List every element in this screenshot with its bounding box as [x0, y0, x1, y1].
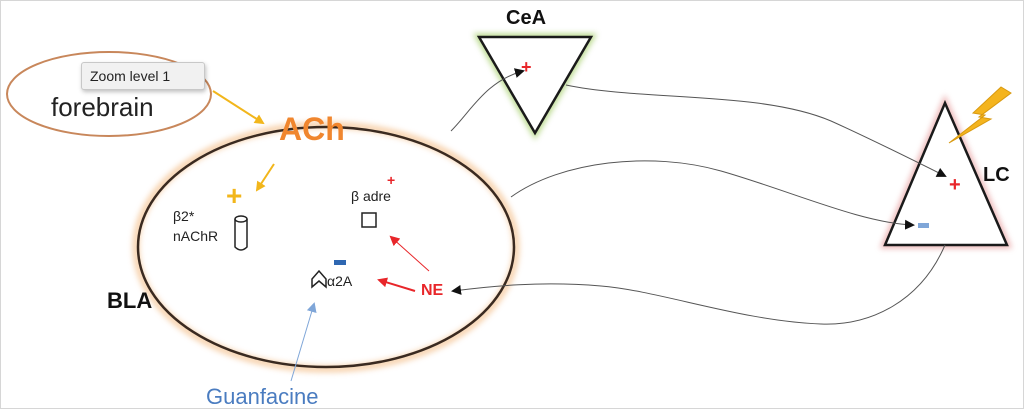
- square-receptor-icon: [361, 212, 377, 228]
- bla-to-cea-connection: [450, 68, 525, 132]
- chevron-receptor-icon: [311, 269, 327, 289]
- alpha2a-minus-sign: [334, 260, 346, 265]
- nachr-label: nAChR: [173, 228, 218, 244]
- lc-minus-sign: [918, 223, 929, 228]
- ne-to-alpha2a-arrow: [377, 277, 416, 292]
- cea-triangle: [476, 35, 594, 136]
- beta-adre-plus-sign: +: [387, 172, 395, 188]
- guanfacine-to-alpha2a-arrow: [290, 302, 317, 382]
- bla-to-lc-connection: [510, 160, 915, 230]
- alpha2a-label: α2A: [327, 273, 353, 289]
- cea-plus-sign: +: [521, 57, 532, 77]
- ach-label: ACh: [279, 111, 345, 147]
- lc-label: LC: [983, 164, 1010, 186]
- bla-label: BLA: [107, 288, 152, 313]
- ach-to-beta2-arrow: [255, 163, 275, 192]
- cylinder-receptor-icon: [234, 215, 248, 251]
- cea-label: CeA: [506, 7, 546, 29]
- lightning-bolt-icon: [948, 86, 1012, 144]
- cea-to-lc-connection: [565, 84, 947, 177]
- lc-to-ne-connection: [451, 244, 946, 325]
- ne-to-beta-adre-arrow: [389, 235, 430, 272]
- bla-glow: [132, 121, 520, 373]
- forebrain-ellipse: [6, 51, 212, 137]
- beta2-plus-sign: +: [226, 180, 242, 211]
- lc-plus-sign: +: [949, 174, 961, 196]
- beta-adre-label: β adre: [351, 188, 391, 204]
- guanfacine-label: Guanfacine: [206, 384, 319, 408]
- beta2-label: β2*: [173, 208, 195, 224]
- zoom-level-tooltip: Zoom level 1: [81, 62, 205, 90]
- forebrain-to-ach-arrow: [212, 90, 265, 125]
- forebrain-label: forebrain: [51, 92, 154, 122]
- bla-ellipse: [136, 125, 516, 369]
- ne-label: NE: [421, 282, 444, 299]
